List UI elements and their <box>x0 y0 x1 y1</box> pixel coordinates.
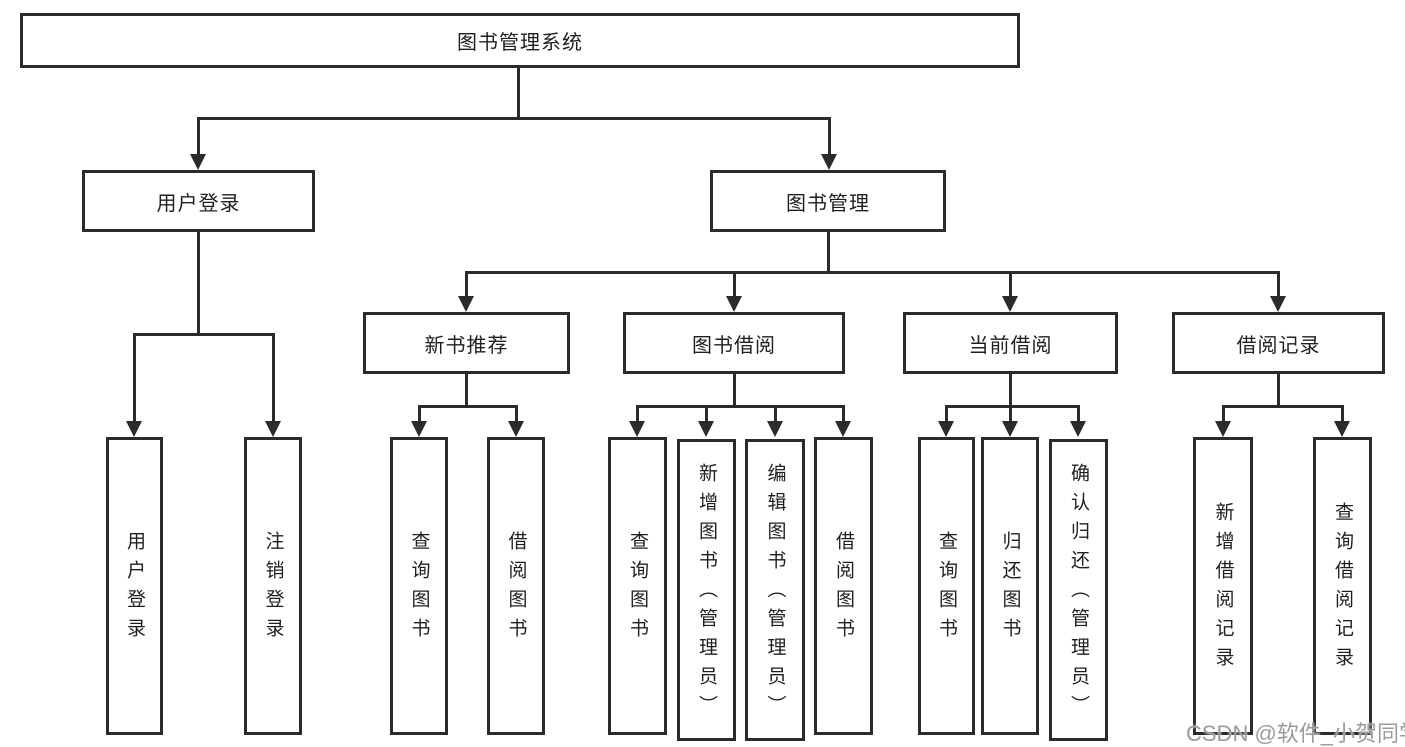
connector-line <box>418 405 421 423</box>
arrow-down-icon <box>126 421 142 437</box>
leaf-record-query: 查询借阅记录 <box>1313 437 1372 735</box>
arrow-down-icon <box>698 421 714 437</box>
leaf-borrow-query: 查询图书 <box>608 437 667 735</box>
arrow-down-icon <box>508 421 524 437</box>
node-root: 图书管理系统 <box>20 13 1020 68</box>
arrow-down-icon <box>938 421 954 437</box>
leaf-borrow-edit-admin: 编辑图书（管理员） <box>745 439 805 741</box>
connector-line <box>418 405 518 408</box>
csdn-watermark: CSDN @软件_小贺同学 <box>1186 721 1405 746</box>
connector-line <box>1077 405 1080 423</box>
arrow-down-icon <box>726 296 742 312</box>
arrow-down-icon <box>767 421 783 437</box>
connector-line <box>774 405 777 423</box>
connector-line <box>133 333 136 421</box>
leaf-borrow-book: 借阅图书 <box>814 437 873 735</box>
connector-line <box>636 405 639 423</box>
node-user-login: 用户登录 <box>82 170 315 232</box>
leaf-current-confirm-admin: 确认归还（管理员） <box>1049 439 1108 741</box>
connector-line <box>133 333 275 336</box>
arrow-down-icon <box>265 421 281 437</box>
connector-line <box>1009 405 1012 423</box>
connector-line <box>1277 271 1280 298</box>
connector-line <box>733 374 736 408</box>
connector-line <box>827 232 830 274</box>
connector-line <box>515 405 518 423</box>
connector-line <box>272 333 275 421</box>
arrow-down-icon <box>1070 421 1086 437</box>
connector-line <box>945 405 948 423</box>
connector-line <box>1222 405 1344 408</box>
leaf-current-query: 查询图书 <box>918 437 975 735</box>
leaf-borrow-add-admin: 新增图书（管理员） <box>677 439 736 741</box>
connector-line <box>1009 374 1012 408</box>
arrow-down-icon <box>190 154 206 170</box>
leaf-user-login: 用户登录 <box>106 437 163 735</box>
arrow-down-icon <box>1334 421 1350 437</box>
connector-line <box>1277 374 1280 408</box>
arrow-down-icon <box>1215 421 1231 437</box>
arrow-down-icon <box>835 421 851 437</box>
connector-line <box>1341 405 1344 423</box>
arrow-down-icon <box>1270 296 1286 312</box>
arrow-down-icon <box>1002 296 1018 312</box>
node-borrow-record: 借阅记录 <box>1172 312 1385 374</box>
connector-line <box>465 271 1280 274</box>
node-book-management: 图书管理 <box>710 170 946 232</box>
node-book-borrow: 图书借阅 <box>623 312 845 374</box>
connector-line <box>828 117 831 155</box>
arrow-down-icon <box>629 421 645 437</box>
leaf-newbook-borrow: 借阅图书 <box>487 437 545 735</box>
connector-line <box>733 271 736 298</box>
connector-line <box>197 117 831 120</box>
node-current-borrow: 当前借阅 <box>903 312 1118 374</box>
connector-line <box>945 405 1080 408</box>
connector-line <box>465 374 468 408</box>
arrow-down-icon <box>821 154 837 170</box>
connector-line <box>517 68 520 119</box>
leaf-current-return: 归还图书 <box>981 437 1039 735</box>
leaf-newbook-query: 查询图书 <box>390 437 448 735</box>
connector-line <box>636 405 845 408</box>
leaf-user-logout: 注销登录 <box>244 437 302 735</box>
arrow-down-icon <box>411 421 427 437</box>
connector-line <box>705 405 708 423</box>
connector-line <box>1222 405 1225 423</box>
connector-line <box>1009 271 1012 298</box>
connector-line <box>465 271 468 298</box>
connector-line <box>197 117 200 155</box>
node-new-book-recommend: 新书推荐 <box>363 312 570 374</box>
leaf-record-add: 新增借阅记录 <box>1193 437 1253 735</box>
connector-line <box>197 232 200 336</box>
connector-line <box>842 405 845 423</box>
arrow-down-icon <box>458 296 474 312</box>
arrow-down-icon <box>1002 421 1018 437</box>
